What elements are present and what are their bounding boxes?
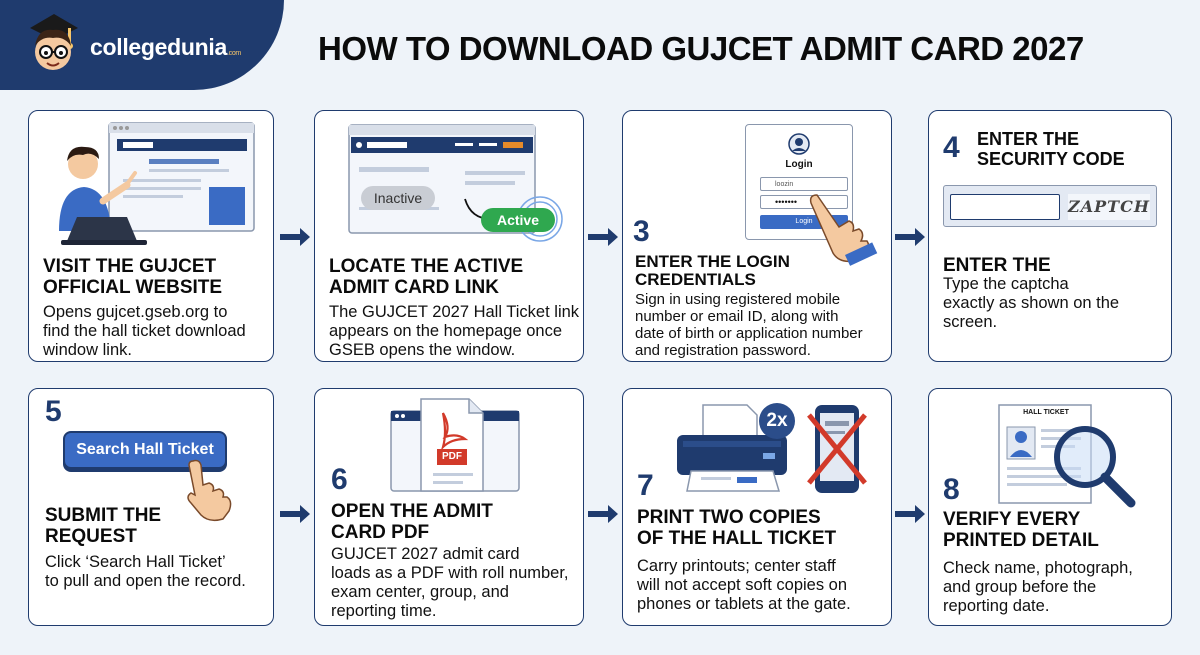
pointing-hand-icon <box>809 194 878 266</box>
pdf-label: PDF <box>442 451 462 462</box>
step-8-description: Check name, photograph,and group before … <box>943 559 1133 615</box>
arrow-right-icon <box>280 228 310 246</box>
arrow-right-icon <box>588 228 618 246</box>
pdf-file-illustration <box>390 398 520 492</box>
no-phone-icon <box>807 405 867 493</box>
arrow-right-icon <box>280 505 310 523</box>
captcha-image: ZAPTCH <box>1068 194 1150 220</box>
captcha-input[interactable] <box>950 194 1060 220</box>
person-laptop-illustration <box>59 122 255 245</box>
printer-icon <box>677 404 787 492</box>
step-4-number: 4 <box>943 131 960 164</box>
arrow-right-icon <box>588 505 618 523</box>
password-field[interactable]: ••••••• <box>760 195 848 209</box>
login-title: Login <box>785 159 813 170</box>
step-5-number: 5 <box>45 395 62 428</box>
arrow-right-icon <box>895 228 925 246</box>
step-card-3: Login loozin ••••••• Login 3 ENTER THE L… <box>622 110 892 362</box>
username-field[interactable]: loozin <box>760 177 848 191</box>
inactive-link[interactable]: Inactive <box>361 186 435 210</box>
brand-bar: collegedunia.com <box>0 0 284 90</box>
step-4-subheading: ENTER THE <box>943 255 1051 276</box>
hall-ticket-document-icon <box>998 404 1136 508</box>
copies-badge: 2x <box>759 403 795 439</box>
step-6-number: 6 <box>331 463 348 496</box>
user-avatar-icon <box>788 133 810 155</box>
step-5-description: Click ‘Search Hall Ticket’to pull and op… <box>45 553 246 590</box>
step-7-number: 7 <box>637 469 654 502</box>
captcha-panel: ZAPTCH <box>943 185 1157 227</box>
page-title: HOW TO DOWNLOAD GUJCET ADMIT CARD 2027 <box>318 30 1084 67</box>
mascot-icon <box>30 14 78 70</box>
clicking-hand-icon <box>187 459 232 522</box>
hall-ticket-title: HALL TICKET <box>1023 409 1069 416</box>
step-3-number: 3 <box>633 215 650 248</box>
active-link[interactable]: Active <box>481 208 555 232</box>
arrow-right-icon <box>895 505 925 523</box>
brand-logo[interactable]: collegedunia.com <box>90 34 241 60</box>
step-8-number: 8 <box>943 473 960 506</box>
